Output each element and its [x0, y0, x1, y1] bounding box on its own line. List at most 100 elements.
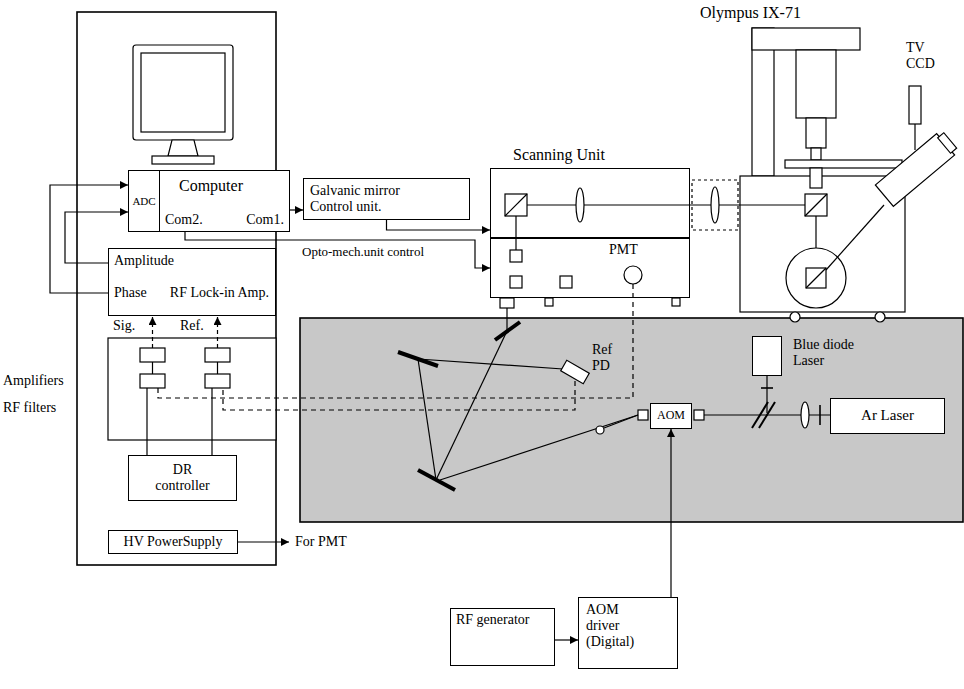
part-label: TV CCD	[906, 40, 940, 72]
sample	[811, 148, 821, 160]
node-text: Com1.	[246, 212, 284, 228]
lamp-house	[796, 50, 836, 118]
unit-foot	[545, 298, 553, 306]
part-label: Amplifiers	[3, 373, 64, 389]
prism-diagonal	[806, 268, 826, 288]
laser-beam	[418, 359, 436, 480]
stage	[785, 160, 902, 168]
driver-box: AOM driver (Digital)	[578, 597, 678, 669]
filter-small-box	[140, 374, 165, 388]
node-text: AOM	[657, 409, 685, 423]
unit-foot	[672, 298, 680, 306]
laser-beam	[766, 376, 767, 413]
laser-beam	[436, 331, 507, 480]
lock-in-amplifier-box: AmplitudePhaseRF Lock-in Amp.	[108, 248, 276, 316]
coupling-port	[692, 180, 738, 230]
monitor-base	[152, 156, 214, 164]
mirror	[398, 352, 438, 366]
part-label: Ref PD	[592, 342, 620, 374]
laser-box: Ar Laser	[830, 398, 945, 434]
lens	[801, 402, 809, 428]
connector-arrow	[670, 429, 671, 597]
monitor-stand	[168, 140, 198, 156]
part-label: For PMT	[295, 534, 347, 550]
illustration-group	[77, 12, 963, 565]
mirror	[495, 322, 520, 340]
connector-arrow	[387, 220, 491, 230]
aom-box: AOM	[650, 403, 692, 429]
dichroic-mirror	[805, 194, 827, 216]
node-text: PMT	[609, 242, 638, 258]
laser-beam	[440, 415, 638, 480]
optic-element	[510, 276, 522, 288]
filter-box	[108, 338, 276, 440]
equipment-rack	[77, 12, 276, 565]
node-text: Ar Laser	[861, 407, 914, 424]
beam	[515, 216, 516, 250]
polarizer	[819, 405, 821, 425]
signal-arrow	[152, 317, 153, 348]
node-text: Amplitude	[114, 253, 174, 269]
node-text: AOM driver (Digital)	[586, 602, 646, 650]
beam-splitter	[759, 402, 775, 428]
lens	[711, 187, 719, 223]
part-label: RF filters	[3, 400, 56, 416]
computer-box: ComputerCom2.Com1.ADC	[128, 170, 290, 232]
beam-dump	[596, 426, 604, 434]
amplifier-box	[140, 348, 165, 362]
power-supply-box: HV PowerSupply	[108, 530, 238, 554]
mirror	[418, 470, 455, 490]
lens	[576, 188, 584, 222]
part-label: Sig.	[113, 318, 135, 334]
node-text: Scanning Unit	[513, 146, 605, 164]
node-text: Phase	[114, 285, 147, 301]
wire	[152, 362, 153, 374]
laser-box: Blue diode Laser	[752, 336, 782, 376]
part-label: Ref.	[180, 318, 204, 334]
mirror-diagonal	[805, 194, 827, 216]
connector-label: Opto-mech.unit control	[300, 245, 426, 260]
optical-table	[300, 318, 963, 522]
adc-box: ADC	[128, 170, 160, 232]
beam-splitter	[752, 402, 768, 428]
node-text: ADC	[132, 195, 155, 208]
microscope-arm	[752, 28, 860, 50]
optic-element	[560, 276, 572, 288]
wire	[146, 388, 147, 455]
detector-box: PMT	[490, 238, 690, 298]
condenser	[806, 118, 826, 148]
eyepiece-cap	[938, 133, 957, 153]
laser-beam	[604, 415, 638, 428]
beam	[815, 216, 816, 248]
scanning-unit-box: Scanning Unit	[490, 168, 690, 238]
scan-mirror	[505, 194, 527, 216]
beam	[527, 204, 805, 205]
pmt-symbol	[624, 266, 642, 284]
node-text: RF generator	[456, 612, 529, 628]
node-text: Galvanic mirror Control unit.	[310, 183, 422, 215]
generator-box: RF generator	[450, 608, 555, 666]
wire	[217, 362, 218, 374]
photodiode	[561, 360, 590, 383]
amplifier-box	[205, 348, 230, 362]
aom-window	[694, 410, 704, 420]
prism	[806, 268, 826, 288]
power-arrow	[238, 541, 289, 542]
microscope-foot	[875, 312, 885, 322]
beam	[740, 204, 805, 205]
connector-arrow	[290, 209, 303, 210]
controller-box: DR controller	[128, 455, 237, 501]
scan-mirror-diagonal	[505, 194, 527, 216]
node-text: HV PowerSupply	[124, 534, 223, 550]
node-text: Blue diode Laser	[793, 337, 871, 369]
node-text: Computer	[179, 177, 243, 195]
ccd-camera	[909, 86, 921, 124]
filter-small-box	[205, 374, 230, 388]
optic-element	[510, 250, 522, 262]
laser-beam	[506, 308, 507, 331]
microscope-body	[740, 176, 905, 312]
camera-mount	[914, 124, 915, 150]
connector-arrow	[555, 639, 578, 640]
entrance-port	[500, 298, 514, 308]
